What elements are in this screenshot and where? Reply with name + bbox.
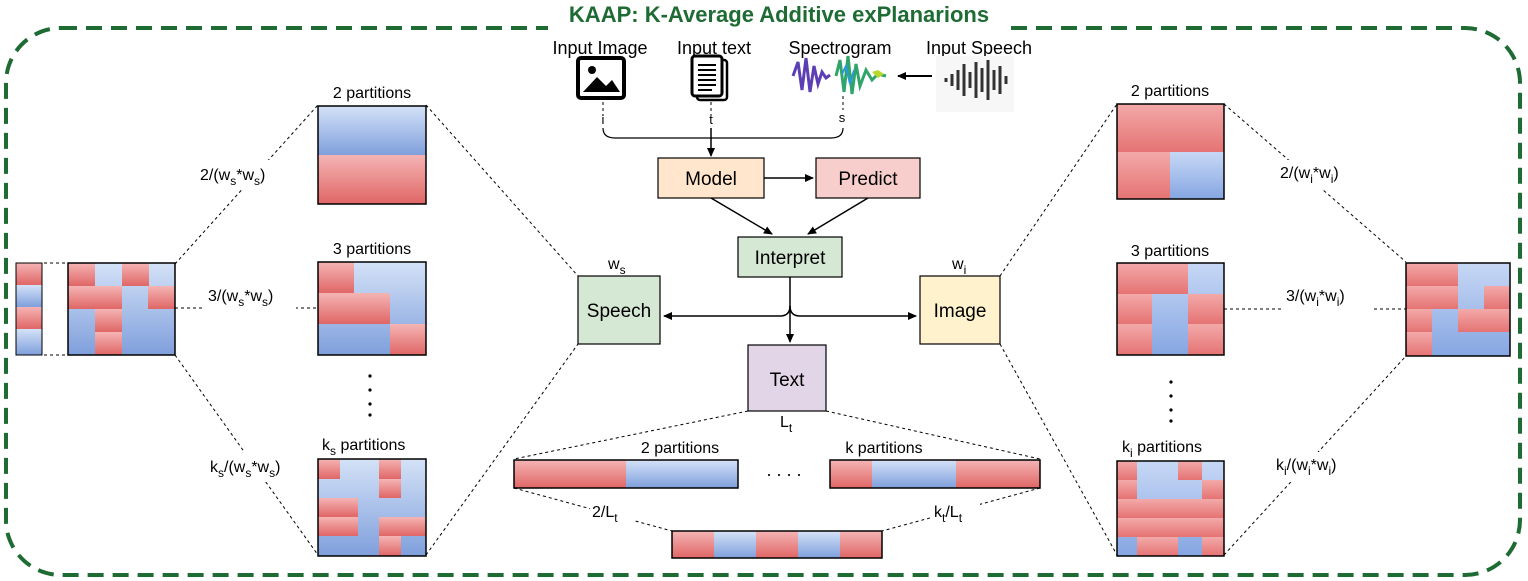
interpret-stem [663, 277, 791, 320]
image-box: Image [919, 275, 1001, 345]
text-aggregate-bar [671, 530, 883, 559]
speech-3-partitions-grid [317, 261, 427, 356]
image-k-partitions-grid [1116, 460, 1225, 557]
image-var: i [602, 112, 605, 127]
image-2-partitions-label: 2 partitions [1131, 83, 1209, 100]
model-label: Model [685, 169, 737, 190]
image-frac-k: ki/(wi*wi) [1276, 457, 1336, 478]
speech-frac-3: 3/(ws*ws) [208, 288, 273, 309]
image-weight: wi [951, 256, 966, 277]
speech-k-partitions-label: ks partitions [322, 437, 405, 458]
interpret-box: Interpret [737, 236, 843, 278]
input-text-label: Input text [677, 38, 751, 58]
input-image-label: Input Image [552, 38, 647, 58]
text-var: t [709, 112, 713, 127]
predict-label: Predict [838, 169, 898, 190]
image-2-partitions-grid [1116, 103, 1225, 200]
speech-weight: ws [607, 256, 626, 277]
text-k-partitions-bar [829, 459, 1041, 489]
speech-frac-2: 2/(ws*ws) [200, 167, 265, 188]
predict-box: Predict [815, 157, 921, 199]
image-icon [576, 56, 626, 100]
image-aggregate-grid [1405, 262, 1511, 357]
input-speech-label: Input Speech [926, 38, 1032, 58]
text-horizontal-dots: . . . . [766, 460, 801, 480]
interpret-to-image-arrow [789, 305, 917, 320]
input-merge-bracket [602, 127, 844, 139]
text-k-partitions-label: k partitions [845, 440, 922, 457]
spectrogram-label: Spectrogram [788, 38, 891, 58]
speech-waveform-icon [936, 56, 1014, 112]
speech-k-partitions-grid [317, 458, 427, 557]
speech-label: Speech [587, 301, 651, 322]
speech-strip [15, 262, 43, 356]
image-k-partitions-label: ki partitions [1122, 439, 1202, 460]
image-3-partitions-grid [1116, 262, 1225, 356]
image-frac-3: 3/(wi*wi) [1286, 288, 1345, 309]
speech-frac-k: ks/(ws*ws) [210, 459, 280, 480]
spectrogram-icon [791, 55, 887, 95]
document-icon [690, 54, 729, 102]
text-2-partitions-bar [513, 459, 739, 489]
diagram-title: KAAP: K-Average Additive exPlanarions [569, 2, 989, 27]
speech-2-partitions-label: 2 partitions [333, 85, 411, 102]
speech-aggregate-grid [67, 262, 176, 356]
text-frac-k: kt/Lt [934, 504, 963, 525]
image-3-partitions-label: 3 partitions [1131, 243, 1209, 260]
title-backdrop [548, 0, 1010, 30]
text-label: Text [770, 370, 806, 391]
model-box: Model [657, 157, 765, 199]
text-box: Text [747, 344, 827, 412]
speech-2-partitions-grid [317, 105, 427, 205]
speech-var: s [839, 110, 846, 125]
text-frac-2: 2/Lt [592, 504, 618, 525]
text-zoom-lines [513, 410, 1041, 532]
predict-to-interpret-arrow [807, 197, 869, 235]
speech-3-partitions-label: 3 partitions [333, 241, 411, 258]
interpret-label: Interpret [755, 248, 826, 269]
image-vertical-dots [1169, 380, 1173, 423]
model-to-interpret-arrow [710, 197, 773, 235]
text-2-partitions-label: 2 partitions [641, 440, 719, 457]
image-frac-2: 2/(wi*wi) [1280, 165, 1339, 186]
text-weight: Lt [780, 414, 793, 435]
speech-box: Speech [577, 275, 661, 345]
image-label: Image [934, 301, 987, 322]
speech-vertical-dots [368, 374, 372, 417]
